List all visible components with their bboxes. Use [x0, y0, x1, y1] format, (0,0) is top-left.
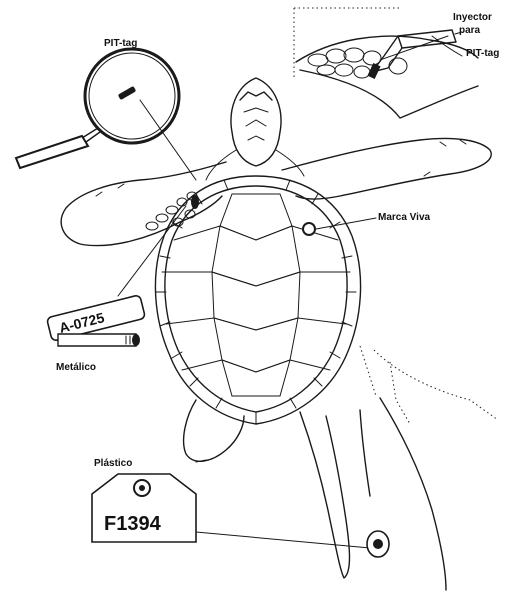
rear-flippers: [184, 398, 446, 590]
injector-label-3: PIT-tag: [466, 48, 499, 59]
left-front-flipper: [61, 162, 226, 246]
inset-flipper-bottom: [300, 70, 478, 118]
plastic-tag-on-flipper-center: [373, 539, 383, 549]
marca-viva-mark: [303, 223, 315, 235]
metalico-label: Metálico: [56, 362, 96, 373]
pit-tag-chip: [118, 86, 137, 100]
injector-label-2: para: [459, 25, 481, 36]
metal-tag-pointer: [118, 206, 186, 296]
plastic-tag-code: F1394: [104, 513, 162, 535]
injector-inset: Inyector para PIT-tag: [294, 8, 499, 118]
plastico-label: Plástico: [94, 458, 132, 469]
marca-viva-label: Marca Viva: [378, 212, 431, 223]
metal-tag-rolled: [58, 334, 140, 346]
left-flipper-scales: [146, 192, 197, 230]
turtle-head: [206, 78, 304, 180]
magnifier-handle: [16, 136, 88, 168]
injector-label-1: Inyector: [453, 12, 492, 23]
marca-viva-pointer: [316, 218, 376, 229]
magnifier-lens: [85, 49, 179, 143]
inset-dotted-frame: [294, 8, 400, 78]
vertebral-scutes: [212, 194, 300, 396]
magnifier-lens-inner: [89, 53, 175, 139]
dotted-skin-lines: [360, 346, 498, 424]
magnifier: PIT-tag: [16, 38, 196, 180]
costal-scutes: [162, 226, 350, 370]
plastic-tag-pointer: [196, 532, 370, 548]
pit-tag-label: PIT-tag: [104, 38, 137, 49]
carapace: [155, 176, 376, 424]
plastic-tag-hole-center: [139, 485, 145, 491]
